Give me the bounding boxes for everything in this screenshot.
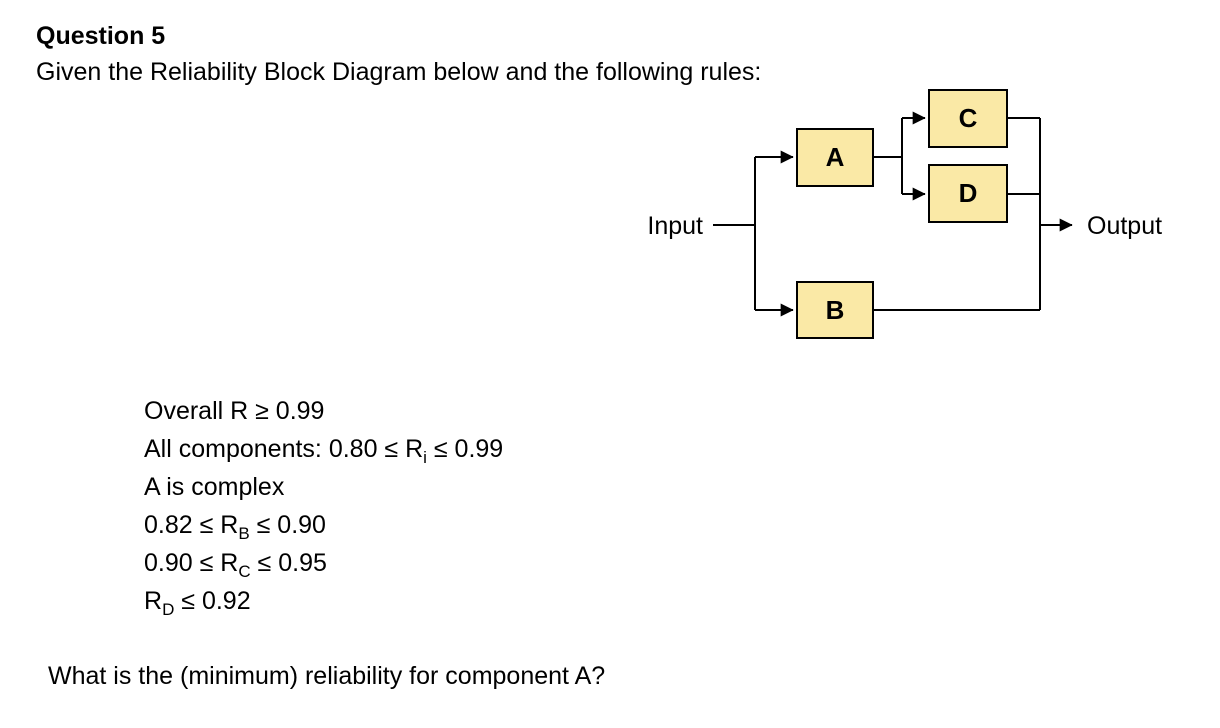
diagram-blocks: A B C D xyxy=(796,89,1008,339)
question-title: Question 5 xyxy=(36,22,166,50)
rule-all-components: All components: 0.80 ≤ Ri ≤ 0.99 xyxy=(144,435,504,467)
block-d-label: D xyxy=(959,178,978,208)
final-question: What is the (minimum) reliability for co… xyxy=(48,662,606,690)
block-c xyxy=(928,89,1008,148)
input-label: Input xyxy=(647,212,703,240)
rule-overall: Overall R ≥ 0.99 xyxy=(144,397,325,425)
reliability-block-diagram: A B C D Input Output xyxy=(647,89,1162,339)
rules-list: Overall R ≥ 0.99 All components: 0.80 ≤ … xyxy=(144,392,503,620)
intro-text: Given the Reliability Block Diagram belo… xyxy=(36,58,762,86)
block-b xyxy=(796,281,874,339)
rule-a-complex: A is complex xyxy=(144,473,285,501)
block-d xyxy=(928,164,1008,223)
rule-rd: RD ≤ 0.92 xyxy=(144,587,251,619)
block-b-label: B xyxy=(826,295,845,325)
rule-rb: 0.82 ≤ RB ≤ 0.90 xyxy=(144,511,326,543)
block-c-label: C xyxy=(959,103,978,133)
rule-rc: 0.90 ≤ RC ≤ 0.95 xyxy=(144,549,327,581)
block-a xyxy=(796,128,874,187)
diagram-connectors xyxy=(713,111,1073,317)
output-label: Output xyxy=(1087,212,1162,240)
block-a-label: A xyxy=(826,142,845,172)
